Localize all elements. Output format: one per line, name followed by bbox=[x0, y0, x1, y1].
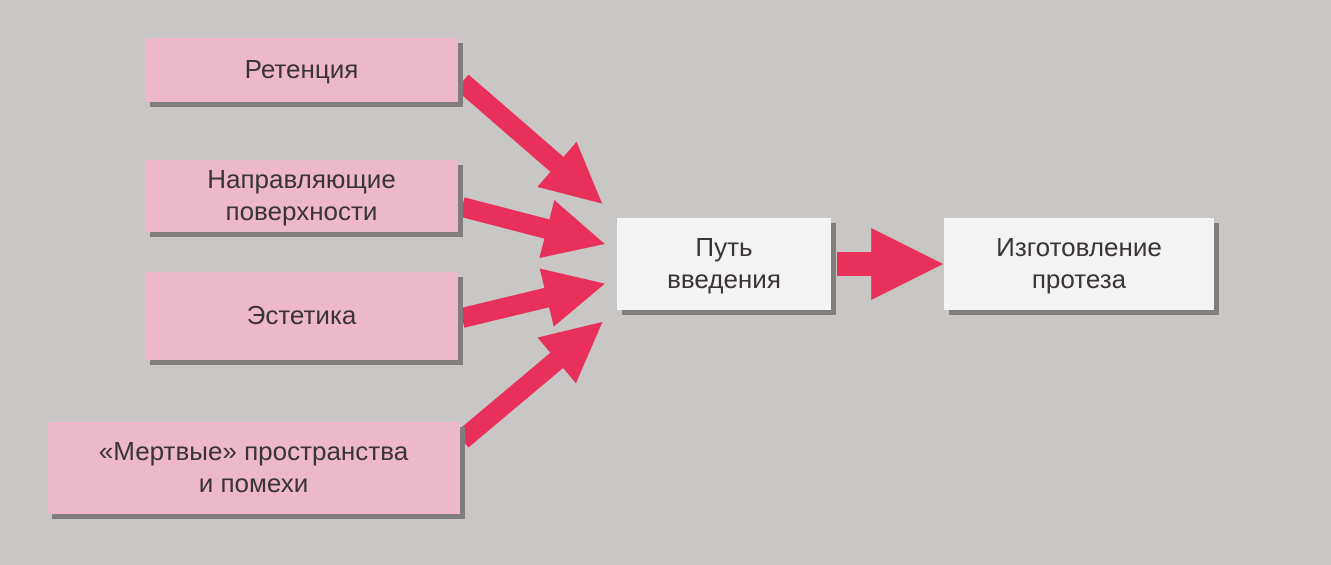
center-line2: введения bbox=[667, 264, 781, 294]
arrow-guide-surfaces bbox=[459, 197, 605, 259]
factor-aesthetics: Эстетика bbox=[145, 272, 458, 360]
factor-guide-surfaces: Направляющие поверхности bbox=[145, 160, 458, 232]
result-line1: Изготовление bbox=[996, 232, 1162, 263]
arrow-aesthetics bbox=[459, 268, 606, 328]
result-line2: протеза bbox=[1031, 264, 1127, 294]
arrow-dead-spaces bbox=[455, 321, 603, 448]
factor-label: Эстетика bbox=[246, 300, 357, 331]
factor-label-line2: и помехи bbox=[198, 468, 309, 498]
factor-label: Ретенция bbox=[244, 54, 359, 85]
insertion-path-box: Путь введения bbox=[617, 218, 831, 310]
arrow-retention bbox=[455, 74, 603, 204]
factor-retention: Ретенция bbox=[145, 38, 458, 102]
center-line1: Путь bbox=[695, 232, 753, 263]
factor-label-line1: Направляющие bbox=[207, 164, 396, 195]
prosthesis-fabrication-box: Изготовление протеза bbox=[944, 218, 1214, 310]
factor-label-line1: «Мертвые» пространства bbox=[98, 436, 409, 467]
factor-label-line2: поверхности bbox=[225, 196, 378, 226]
factor-dead-spaces: «Мертвые» пространства и помехи bbox=[47, 422, 460, 514]
